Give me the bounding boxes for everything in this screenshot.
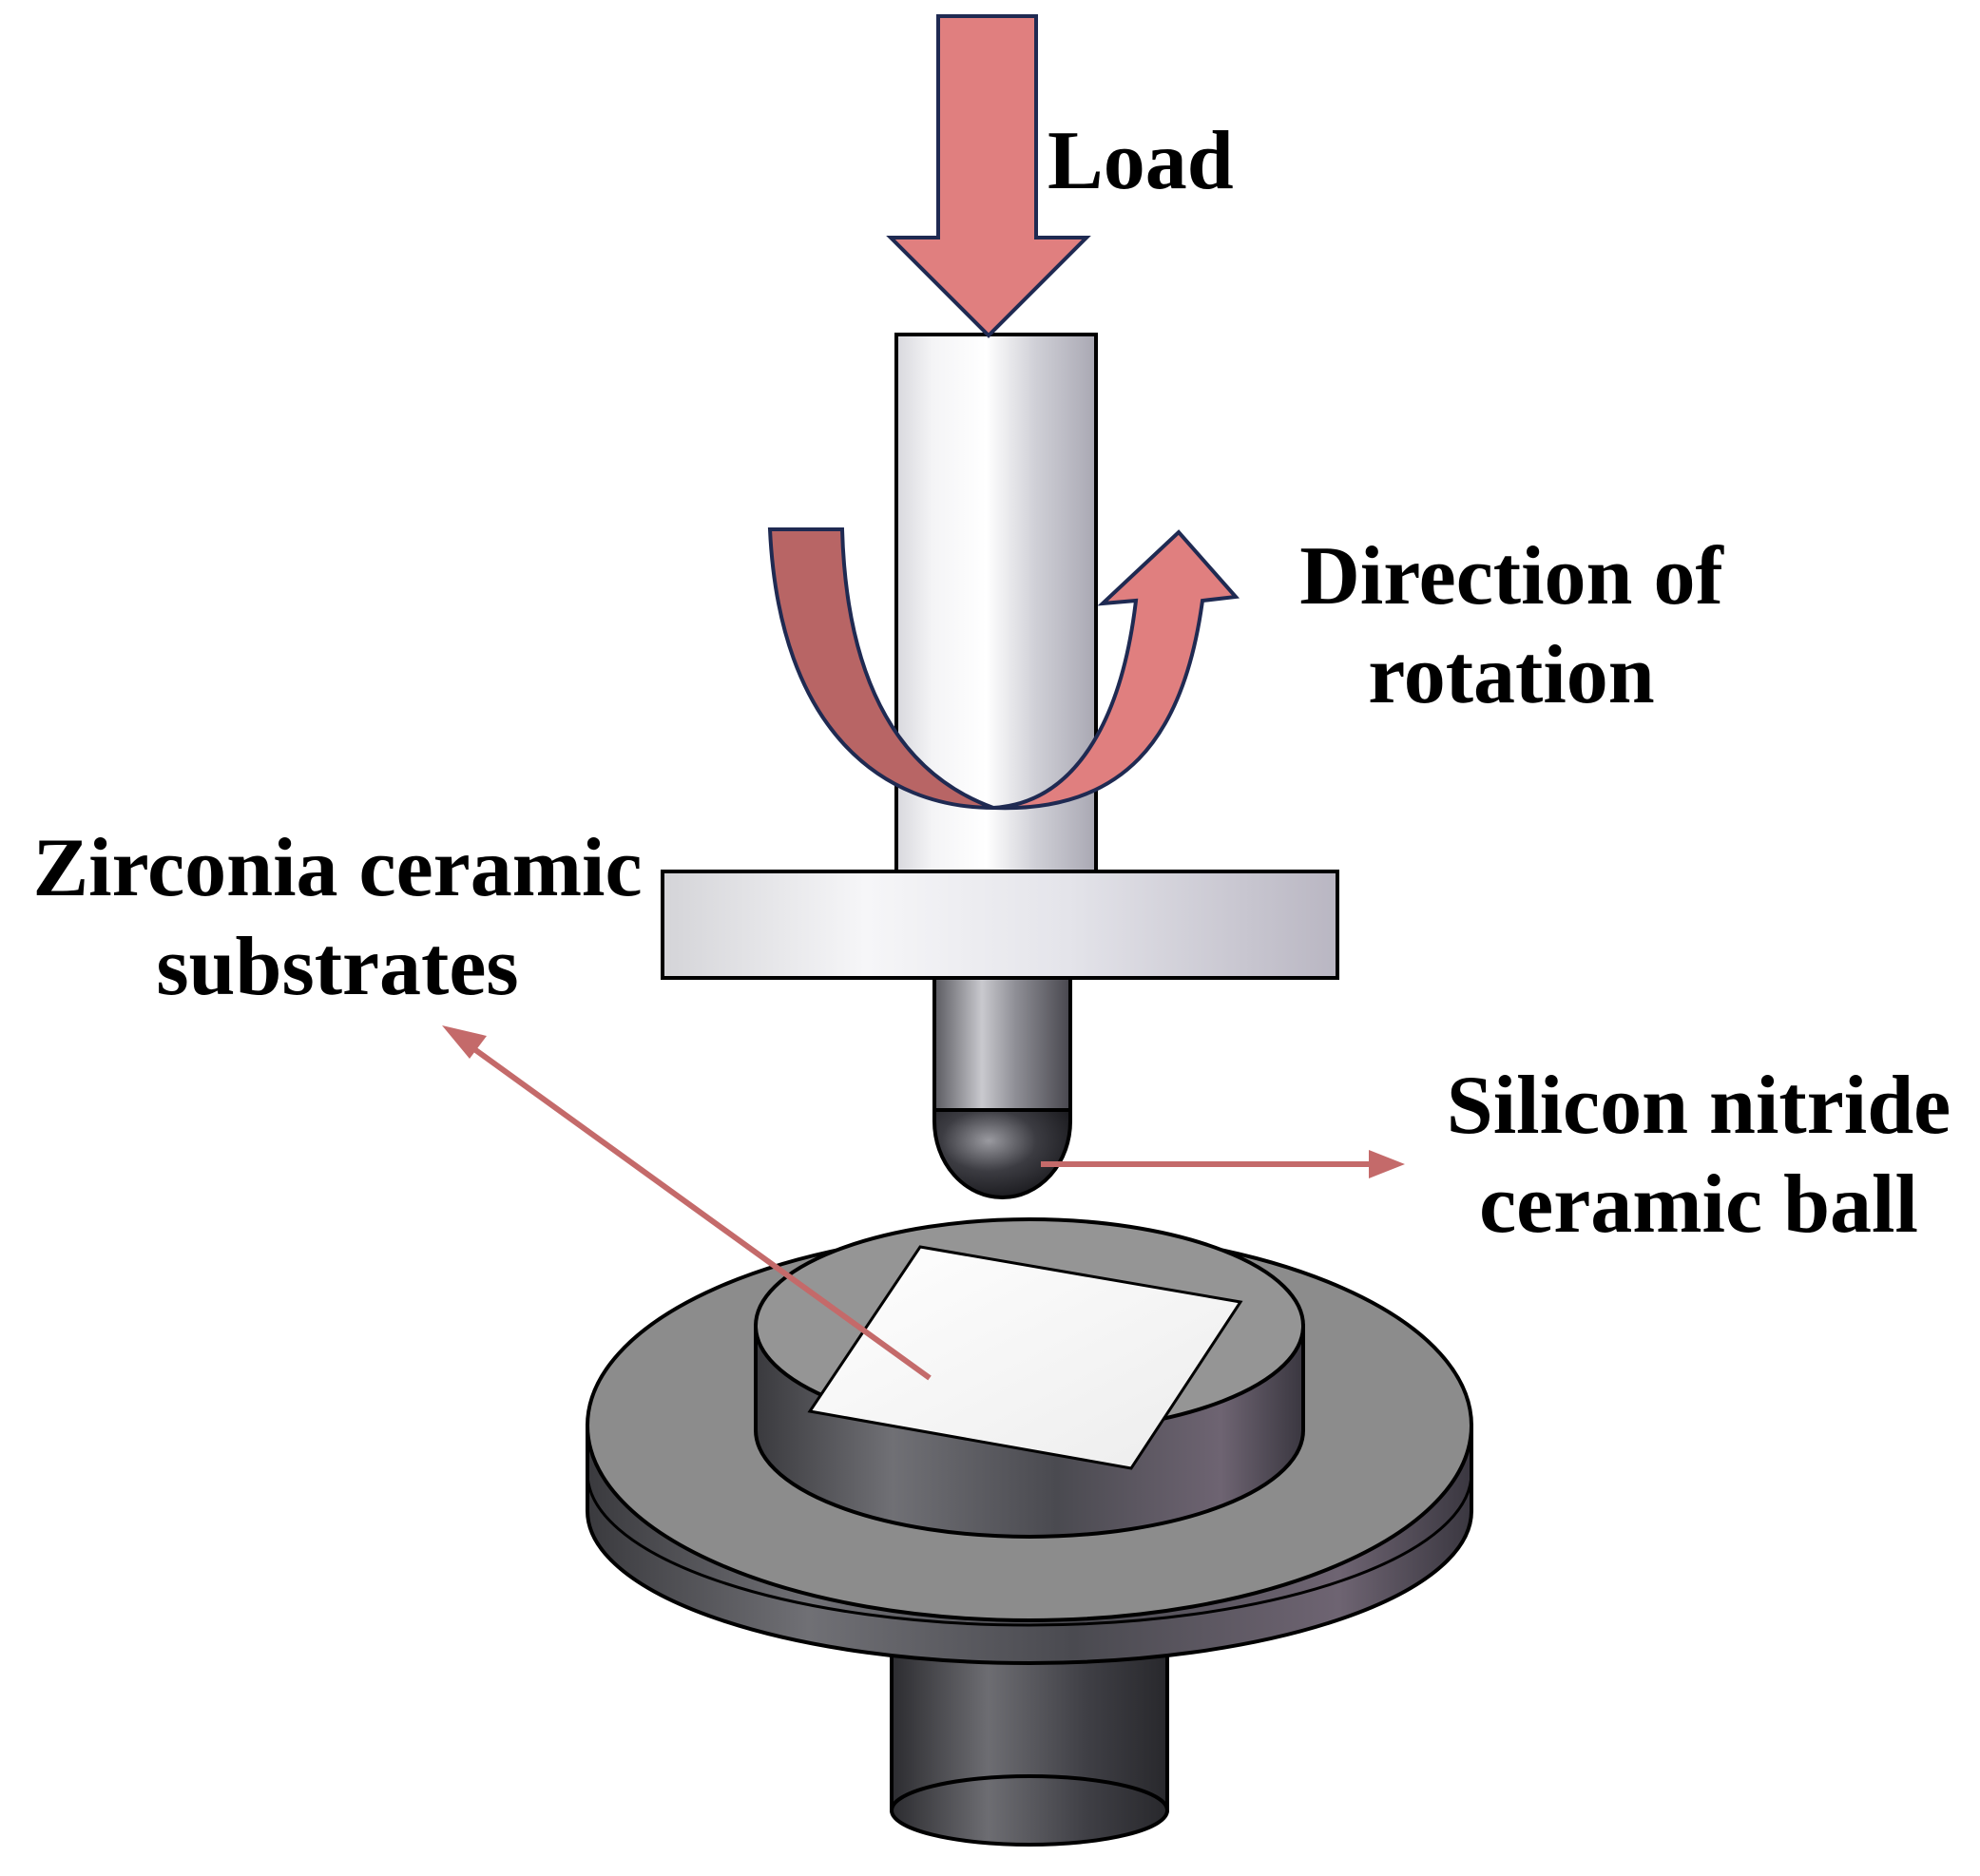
rotation-label-line2: rotation <box>1368 628 1655 721</box>
ball-label: Silicon nitride ceramic ball <box>1423 1057 1974 1254</box>
rotation-label: Direction of rotation <box>1259 527 1763 725</box>
substrate-label-line2: substrates <box>156 920 519 1013</box>
substrate-leader-arrow-icon <box>442 1025 932 1381</box>
silicon-nitride-ball <box>932 1108 1072 1199</box>
substrate-label: Zirconia ceramic substrates <box>10 819 665 1017</box>
ball-label-line2: ceramic ball <box>1479 1158 1918 1251</box>
pin-assembly <box>661 333 1339 1199</box>
substrate-label-line1: Zirconia ceramic <box>32 822 643 914</box>
ball-leader-arrow-icon <box>1041 1150 1405 1178</box>
holder-disk <box>661 870 1339 980</box>
zirconia-substrate <box>807 1245 1243 1470</box>
rotation-arrow-icon <box>767 527 1240 811</box>
ball-label-line1: Silicon nitride <box>1446 1060 1951 1152</box>
load-arrow-icon <box>886 14 1091 338</box>
sample-stage <box>586 1217 1473 1847</box>
ball-stem <box>932 976 1072 1115</box>
load-label: Load <box>1048 112 1234 211</box>
load-label-text: Load <box>1048 115 1234 207</box>
rotation-label-line1: Direction of <box>1299 530 1723 622</box>
